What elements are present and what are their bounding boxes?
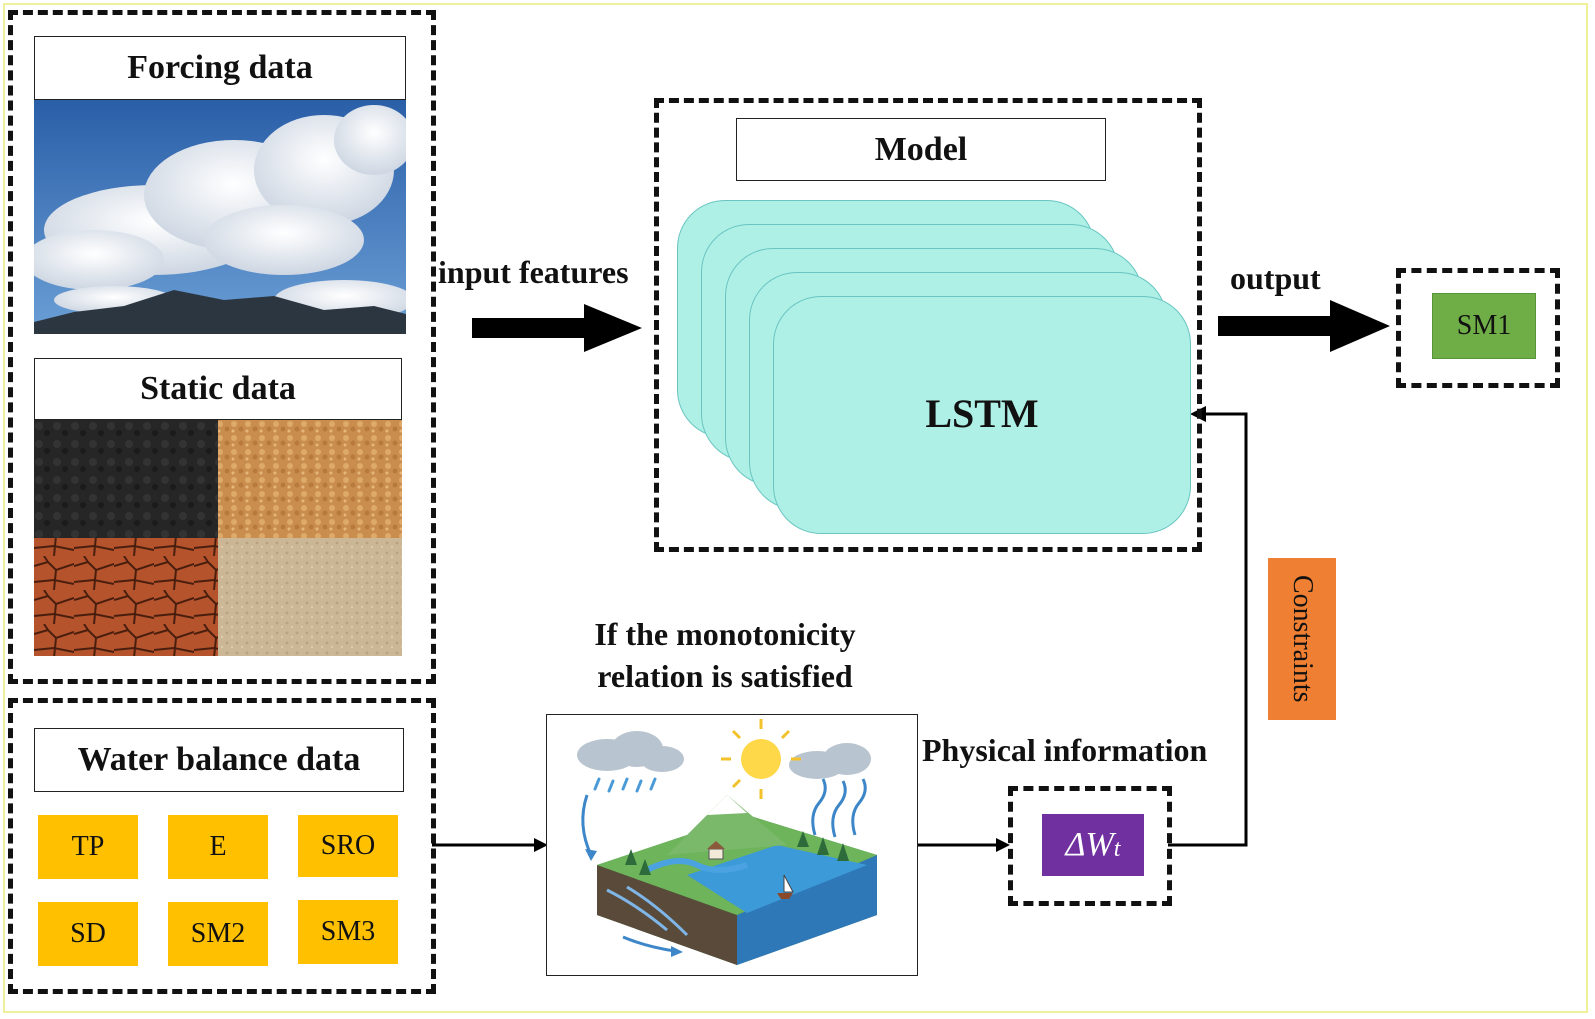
output-arrow [1218, 300, 1390, 352]
condition-line-1: If the monotonicity [594, 616, 856, 652]
static-data-title: Static data [34, 358, 402, 420]
variable-sm3: SM3 [298, 900, 398, 964]
forcing-data-title: Forcing data [34, 36, 406, 100]
variable-tp: TP [38, 815, 138, 879]
variable-sro: SRO [298, 815, 398, 877]
output-label: output [1230, 260, 1321, 296]
variable-e: E [168, 815, 268, 879]
constraints-label: Constraints [1287, 575, 1318, 703]
water-cycle-illustration [546, 714, 918, 976]
input-features-label: input features [438, 254, 629, 290]
condition-line-2: relation is satisfied [597, 658, 853, 694]
physics-panel [1008, 786, 1172, 906]
soil-images [34, 420, 402, 656]
delta-w-subscript: t [1113, 835, 1121, 862]
variable-sd: SD [38, 902, 138, 966]
variable-sm2: SM2 [168, 902, 268, 966]
input-arrow [472, 304, 642, 352]
input-data-panel [8, 10, 436, 684]
lstm-layer [773, 296, 1191, 534]
output-sm1: SM1 [1432, 293, 1536, 359]
output-panel [1396, 268, 1560, 388]
lstm-label: LSTM [925, 391, 1039, 436]
model-title: Model [736, 118, 1106, 181]
physical-information-label: Physical information [922, 732, 1208, 768]
outer-frame [3, 3, 1588, 1013]
delta-w-symbol: ΔW [1065, 826, 1114, 863]
sky-clouds-image [34, 100, 406, 334]
water-balance-title: Water balance data [34, 728, 404, 792]
constraints-box: Constraints [1268, 558, 1336, 720]
model-panel [654, 98, 1202, 552]
